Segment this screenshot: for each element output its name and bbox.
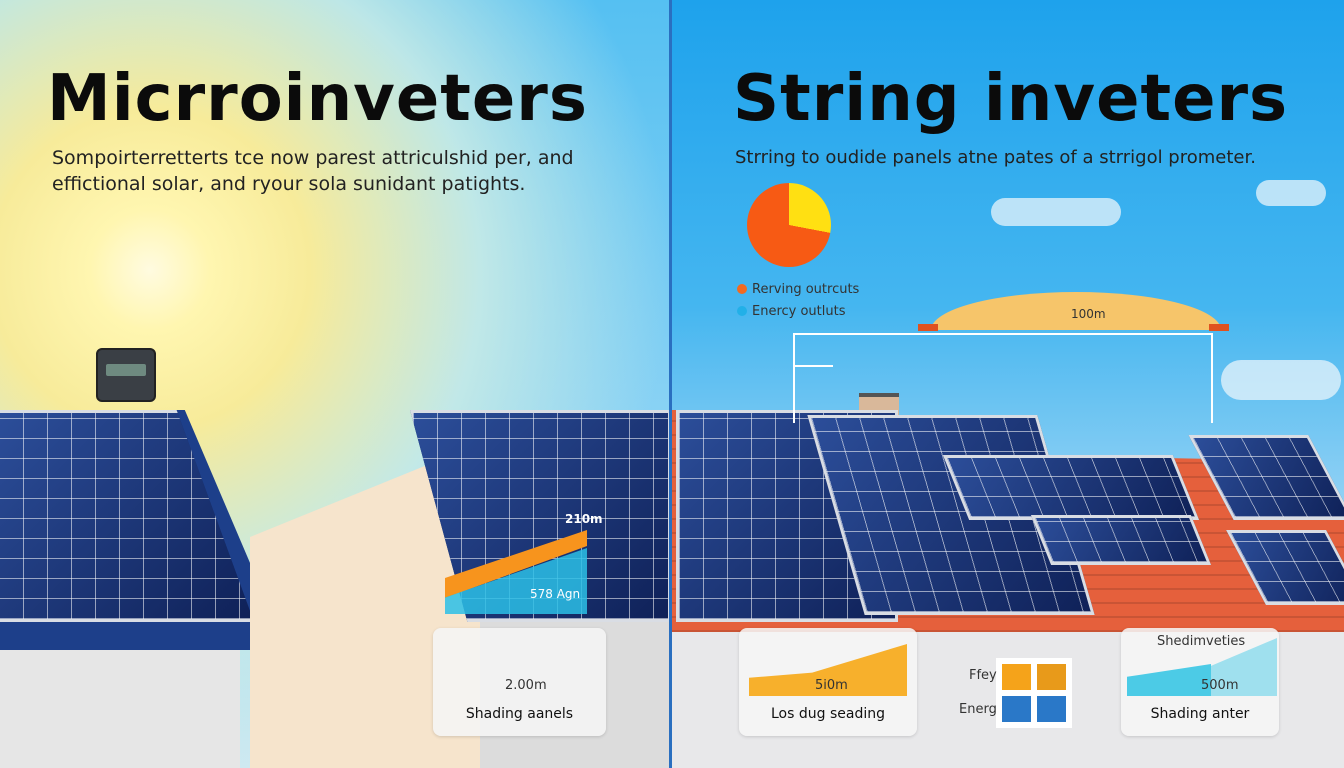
cloud — [1256, 180, 1326, 206]
string-wiring — [793, 333, 1213, 423]
right-subtitle: Strring to oudide panels atne pates of a… — [735, 147, 1256, 168]
cloud — [991, 198, 1121, 226]
shading-panels-card: 2.00m Shading aanels — [433, 628, 606, 736]
distance-marker-left — [918, 324, 938, 331]
comparison-divider — [669, 0, 672, 768]
page-title-string-inverters: String inveters — [733, 62, 1289, 136]
card-label: Shading aanels — [465, 706, 574, 722]
overlay-value-top: 210m — [565, 512, 603, 526]
loss-shading-card: 5i0m Los dug seading — [739, 628, 917, 736]
solar-panel-array-center — [410, 410, 671, 622]
card-title: Shedimveties — [1157, 634, 1246, 649]
legend-label: Rerving outrcuts — [752, 281, 860, 297]
legend-label: Enercy outluts — [752, 303, 846, 319]
left-subtitle-2: effictional solar, and ryour sola sunida… — [52, 173, 526, 195]
card-value: 2.00m — [505, 678, 547, 693]
window-label-1: Ffey — [969, 668, 997, 683]
distance-value: 100m — [1071, 307, 1106, 321]
microinverter-panel-scene: 210m 578 Agn 2.00m Shading aanels Micrro… — [0, 0, 671, 768]
distance-marker-right — [1209, 324, 1229, 331]
house-window — [996, 658, 1072, 728]
house-left-wall — [0, 640, 240, 768]
legend-dot-icon — [737, 306, 747, 316]
pie-chart — [747, 183, 831, 267]
legend: Rerving outrcuts Enercy outluts — [737, 278, 859, 322]
card-value: 500m — [1201, 678, 1239, 693]
window-label-2: Energ — [959, 702, 997, 717]
legend-item: Rerving outrcuts — [737, 278, 859, 300]
shading-inverter-card: Shedimveties 500m Shading anter — [1121, 628, 1279, 736]
microinverter-device-icon — [96, 348, 156, 402]
page-title-microinverters: Micrroinveters — [47, 62, 588, 136]
card-label: Shading anter — [1150, 706, 1250, 722]
string-inverter-panel-scene: Ffey Energ 100m Rerving outrcuts Enercy … — [671, 0, 1344, 768]
solar-panel-array-3 — [942, 455, 1200, 520]
left-subtitle-1: Sompoirterretterts tce now parest attric… — [52, 147, 574, 169]
card-value: 5i0m — [815, 678, 848, 693]
overlay-value-bottom: 578 Agn — [530, 587, 581, 601]
legend-item: Enercy outluts — [737, 300, 859, 322]
cyan-shading-area-dark — [1127, 664, 1211, 696]
legend-dot-icon — [737, 284, 747, 294]
string-wiring-drop — [793, 365, 833, 367]
cloud — [1221, 360, 1341, 400]
card-label: Los dug seading — [771, 706, 885, 722]
solar-panel-array-4 — [1030, 515, 1212, 565]
